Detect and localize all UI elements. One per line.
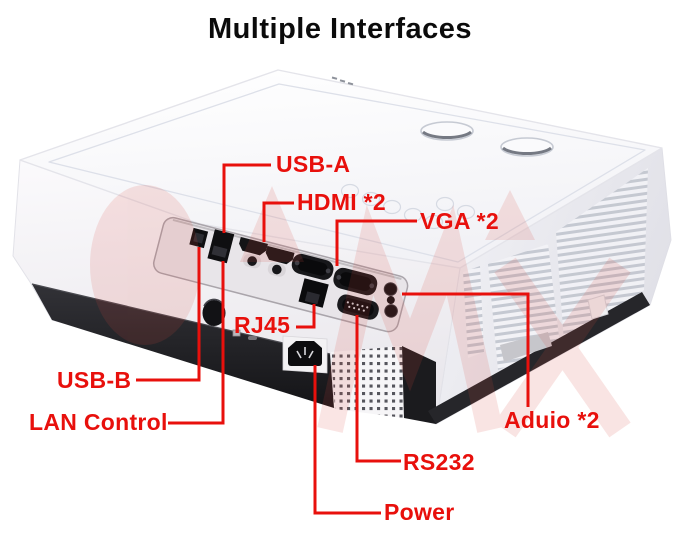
top-vent-dashes bbox=[331, 76, 354, 86]
base-back bbox=[32, 284, 334, 408]
callout-label-lan-control: LAN Control bbox=[29, 409, 168, 435]
vga-port-1 bbox=[291, 253, 334, 280]
vent-louvers-upper bbox=[556, 168, 648, 342]
callout-line-usb-a bbox=[222, 163, 271, 233]
callout-line-audio bbox=[402, 292, 530, 407]
callout-label-vga: VGA *2 bbox=[420, 208, 499, 234]
callout-label-audio: Aduio *2 bbox=[504, 407, 600, 433]
callout-label-rj45: RJ45 bbox=[234, 312, 291, 338]
callout-line-usb-b bbox=[136, 247, 201, 382]
callout-line-vga bbox=[335, 219, 417, 266]
panel-marking-2 bbox=[248, 336, 257, 340]
vent-dots-panel bbox=[331, 346, 404, 418]
callout-line-rj45 bbox=[296, 304, 316, 329]
callout-label-hdmi: HDMI *2 bbox=[297, 189, 387, 215]
callout-label-usb-b: USB-B bbox=[57, 367, 132, 393]
port-panel bbox=[152, 216, 409, 333]
callout-line-hdmi bbox=[262, 201, 294, 242]
vent-louvers-strip bbox=[463, 266, 484, 358]
base-corner bbox=[402, 346, 436, 424]
foot-tab bbox=[587, 294, 609, 320]
callout-label-rs232: RS232 bbox=[403, 449, 475, 475]
rs232-port bbox=[337, 294, 379, 320]
rj45-port bbox=[298, 278, 329, 308]
audio-hole-small bbox=[386, 296, 395, 305]
panel-marking-1 bbox=[232, 329, 241, 337]
hdmi-port-1 bbox=[239, 236, 268, 256]
callout-line-lan bbox=[168, 261, 225, 425]
lens-dial-2 bbox=[500, 137, 554, 157]
callout-label-usb-a: USB-A bbox=[276, 151, 351, 177]
top-dimples bbox=[340, 183, 476, 230]
callout-label-power: Power bbox=[384, 499, 455, 525]
base-top-edge bbox=[31, 283, 331, 355]
callout-lines bbox=[136, 163, 530, 515]
foot-wedge bbox=[500, 332, 552, 362]
hdmi-screw-hole-2 bbox=[267, 262, 286, 277]
usb-a-lan-port bbox=[207, 229, 235, 264]
audio-jack-1 bbox=[383, 282, 398, 296]
callout-line-power bbox=[313, 365, 381, 515]
hdmi-port-2 bbox=[265, 245, 295, 265]
usb-b-port bbox=[189, 227, 209, 249]
figure-title: Multiple Interfaces bbox=[207, 13, 473, 45]
watermark bbox=[90, 185, 631, 438]
power-inlet bbox=[282, 335, 328, 374]
hdmi-screw-hole-1 bbox=[243, 253, 262, 269]
callout-line-rs232 bbox=[355, 315, 401, 463]
lens-dial-1 bbox=[420, 121, 474, 141]
projector-body bbox=[12, 69, 672, 425]
base-right-strip bbox=[428, 292, 650, 424]
vga-port-2 bbox=[333, 267, 378, 296]
top-face bbox=[19, 69, 663, 269]
audio-jack-2 bbox=[384, 304, 398, 318]
top-bezel-line bbox=[48, 83, 646, 263]
